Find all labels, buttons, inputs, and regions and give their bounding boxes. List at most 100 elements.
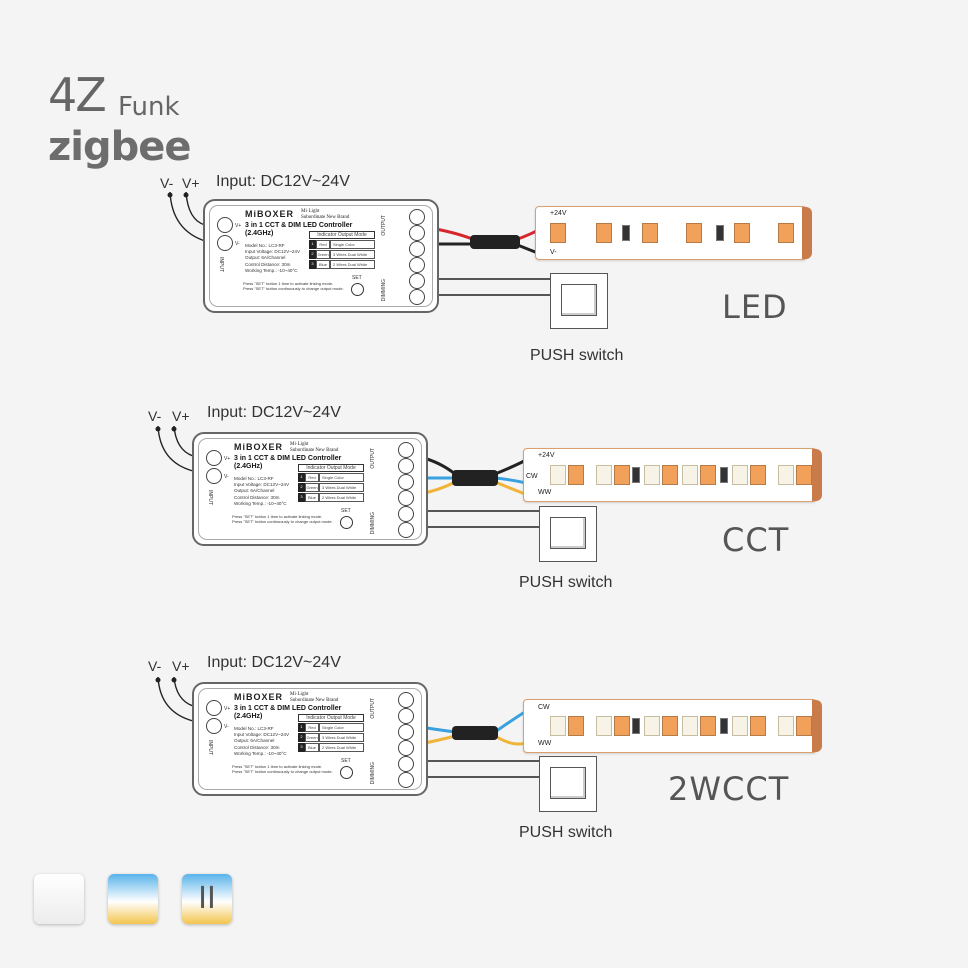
controller-notes: Press "SET" button 1 time to activate li… [232,764,333,774]
output-terminal [398,490,414,506]
single-color-tile-icon [34,874,84,924]
led-chip-cold [682,465,698,485]
output-label: OUTPUT [370,448,376,469]
led-chip-warm [662,465,678,485]
input-voltage-label: Input: DC12V~24V [207,654,341,671]
output-terminal [398,506,414,522]
set-label: SET [341,758,351,764]
input-side-label: INPUT [207,740,213,755]
push-switch[interactable] [539,756,597,812]
output-terminal [398,708,414,724]
led-chip-warm [750,465,766,485]
output-terminal [409,257,425,273]
controller-notes: Press "SET" button 1 time to activate li… [232,514,333,524]
output-terminal [398,522,414,538]
input-voltage-label: Input: DC12V~24V [207,404,341,421]
terminal-v-plus: V+ [224,456,231,462]
strip-ww-label: WW [538,489,552,496]
led-chip-cold [596,716,612,736]
push-switch-key[interactable] [550,517,586,549]
resistor [632,718,640,734]
resistor [632,467,640,483]
set-button[interactable] [340,766,353,779]
cct-tile-icon [108,874,158,924]
output-terminal [398,756,414,772]
led-chip-cold [732,716,748,736]
strip-plus-label: +24V [550,210,567,217]
terminal-v-plus: V+ [235,223,242,229]
controller-inner-frame [198,688,422,790]
led-chip [550,223,566,243]
v-minus-label: V- [148,658,162,674]
led-chip-cold [596,465,612,485]
output-terminal [409,225,425,241]
led-chip [686,223,702,243]
resistor [716,225,724,241]
input-terminal-plus [206,700,222,716]
v-minus-label: V- [148,408,162,424]
push-switch-key[interactable] [550,767,586,799]
output-terminal [409,273,425,289]
dimming-label: DIMMING [381,279,387,302]
led-chip-cold [550,465,566,485]
input-voltage-label: Input: DC12V~24V [216,173,350,190]
led-chip-warm [750,716,766,736]
output-terminal [409,289,425,305]
two-wire-cct-tile-icon: II [182,874,232,924]
strip-edge [802,207,812,259]
led-strip-cct: +24V CW WW [523,448,822,502]
push-switch[interactable] [539,506,597,562]
led-chip-cold [644,465,660,485]
strip-edge [812,449,822,501]
controller-brand: MiBOXER [245,209,295,219]
strip-cw-label: CW [538,704,550,711]
led-chip-warm [796,716,812,736]
output-terminal [409,241,425,257]
input-side-label: INPUT [218,257,224,272]
output-terminal [398,474,414,490]
brand-4z-logo: 4Z [48,68,107,122]
set-button[interactable] [351,283,364,296]
led-chip-warm [662,716,678,736]
terminal-v-minus: V- [235,241,240,247]
v-plus-label: V+ [172,658,190,674]
output-label: OUTPUT [381,215,387,236]
led-chip [642,223,658,243]
led-chip-cold [682,716,698,736]
set-button[interactable] [340,516,353,529]
push-switch[interactable] [550,273,608,329]
v-plus-label: V+ [182,175,200,191]
led-chip-warm [568,465,584,485]
controller-inner-frame [198,438,422,540]
strip-minus-label: V- [550,249,557,256]
dimming-label: DIMMING [370,762,376,785]
strip-type-label: CCT [722,521,790,559]
output-terminal [398,458,414,474]
input-terminal-minus [206,718,222,734]
v-minus-label: V- [160,175,174,191]
output-terminal [398,442,414,458]
led-chip [734,223,750,243]
led-chip-cold [732,465,748,485]
push-switch-key[interactable] [561,284,597,316]
terminal-v-minus: V- [224,724,229,730]
controller-notes: Press "SET" button 1 time to activate li… [243,281,344,291]
resistor [622,225,630,241]
controller-inner-frame [209,205,433,307]
set-label: SET [341,508,351,514]
output-terminal [409,209,425,225]
push-switch-label: PUSH switch [530,347,624,364]
controller-title: 3 in 1 CCT & DIM LED Controller(2.4GHz) [245,222,353,237]
led-chip-cold [778,465,794,485]
led-strip-2wcct: CW WW [523,699,822,753]
